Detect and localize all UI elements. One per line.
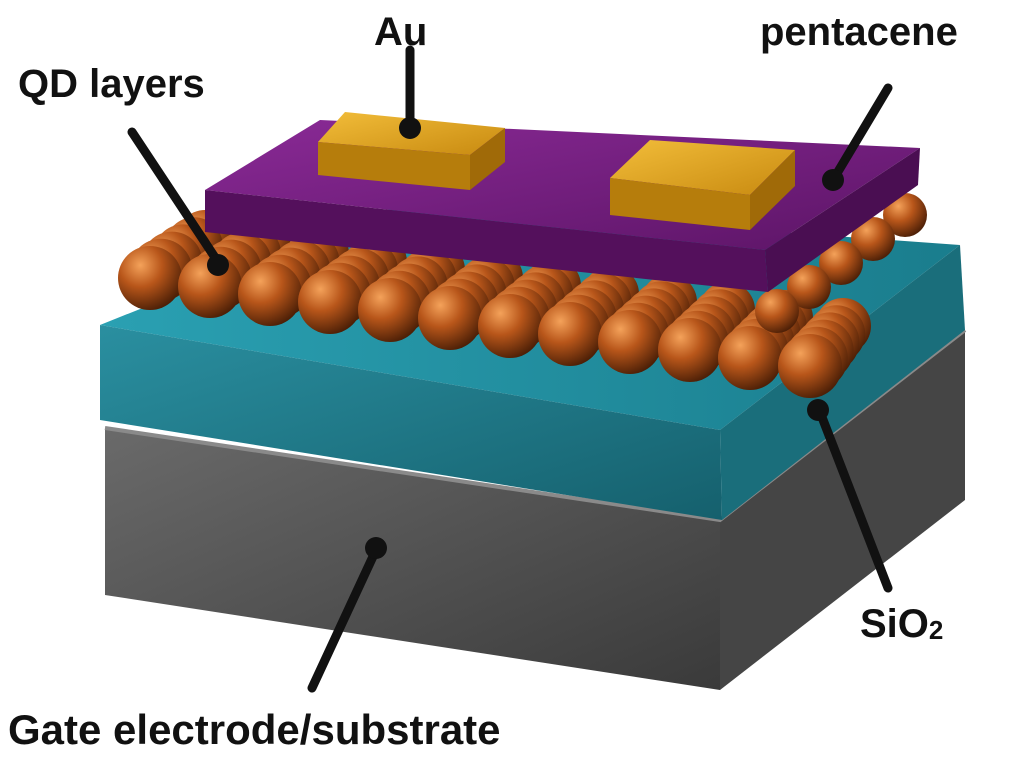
label-au: Au — [374, 10, 428, 54]
quantum-dot — [298, 270, 362, 334]
label-sio2: SiO2 — [860, 602, 943, 647]
quantum-dot — [819, 241, 863, 285]
quantum-dot — [118, 246, 182, 310]
sio2-front-face — [100, 325, 722, 520]
pointer-pentacene-line — [828, 83, 893, 185]
label-pentacene: pentacene — [760, 10, 958, 54]
pentacene-front-face — [205, 190, 768, 292]
quantum-dot — [538, 302, 602, 366]
substrate-side-face — [720, 330, 965, 690]
pointer-qd-line — [127, 127, 223, 267]
au-contact-right — [610, 140, 795, 230]
au-left-front-face — [318, 142, 470, 190]
pentacene-side-face — [765, 148, 920, 292]
quantum-dot — [851, 217, 895, 261]
label-qd-layers: QD layers — [18, 62, 205, 106]
label-sio2-main: SiO — [860, 602, 929, 646]
quantum-dot — [238, 262, 302, 326]
sio2-side-face — [720, 245, 965, 520]
quantum-dot — [778, 334, 842, 398]
quantum-dot — [418, 286, 482, 350]
quantum-dot — [787, 265, 831, 309]
pointer-sio2-dot — [807, 399, 829, 421]
au-right-top-face — [610, 140, 795, 195]
label-gate-electrode: Gate electrode/substrate — [8, 706, 501, 753]
quantum-dot — [658, 318, 722, 382]
label-sio2-subscript: 2 — [928, 615, 944, 645]
pointer-sio2-line — [815, 407, 893, 593]
au-right-front-face — [610, 178, 750, 230]
au-right-side-face — [750, 150, 795, 230]
quantum-dot-layers — [118, 193, 927, 398]
pointers — [127, 45, 893, 693]
pointer-au-dot — [399, 117, 421, 139]
substrate-front-face — [105, 428, 720, 690]
quantum-dot — [883, 193, 927, 237]
au-left-side-face — [470, 128, 505, 190]
quantum-dot — [598, 310, 662, 374]
quantum-dot — [755, 289, 799, 333]
pointer-gate-dot — [365, 537, 387, 559]
pointer-pentacene-dot — [822, 169, 844, 191]
quantum-dot — [478, 294, 542, 358]
au-contact-left — [318, 112, 505, 190]
pointer-qd-dot — [207, 254, 229, 276]
quantum-dot — [358, 278, 422, 342]
pointer-gate-line — [307, 545, 381, 693]
quantum-dot — [718, 326, 782, 390]
